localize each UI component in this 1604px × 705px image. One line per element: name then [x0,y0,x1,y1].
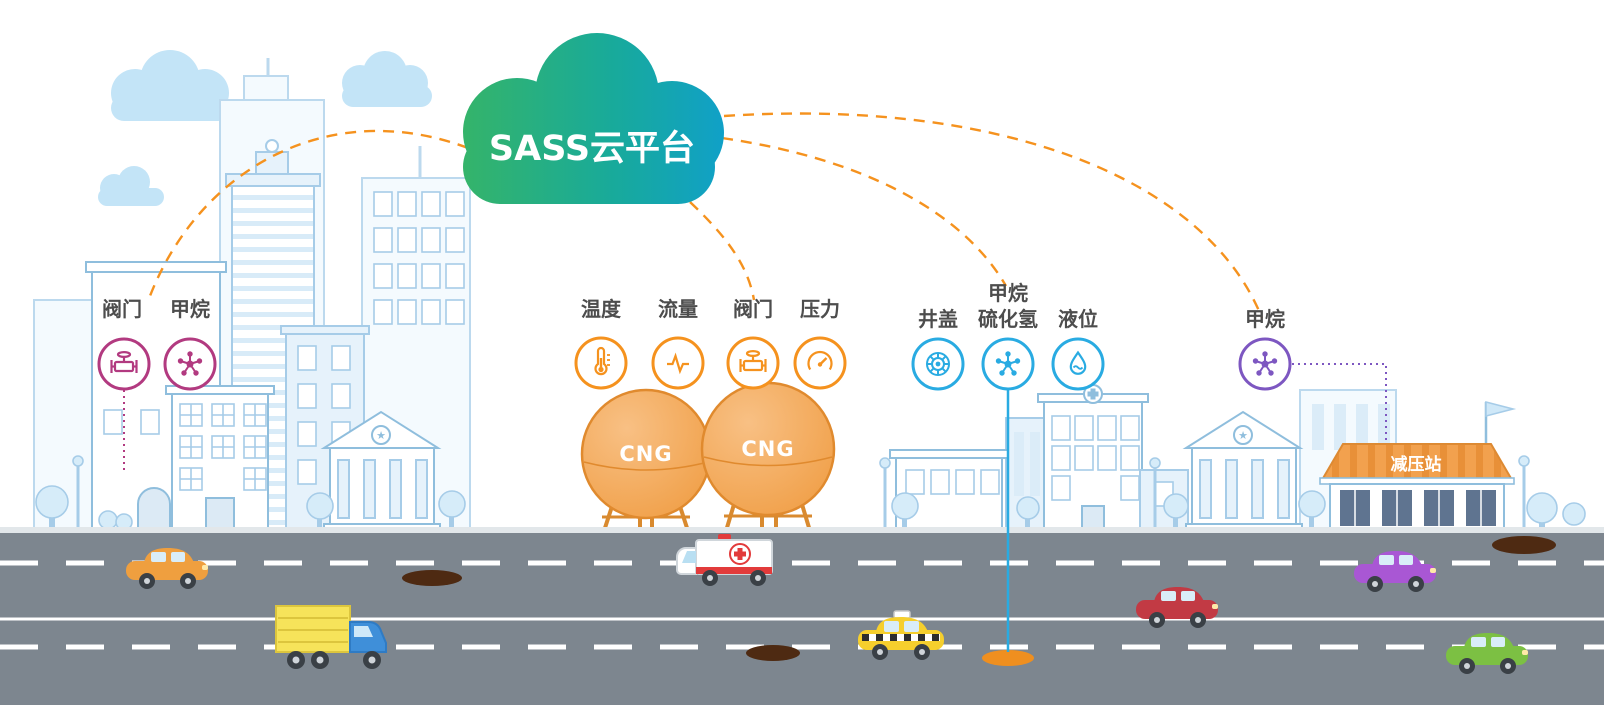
underground-sensor-marker [982,650,1034,666]
tower-emblem-icon [265,139,279,153]
city-left: ★ [33,58,471,533]
sensor-group-cng: 温度 流量 阀门 压力 [574,297,847,390]
sensor-label: 甲烷 [170,297,210,321]
street-greenery-left [35,455,466,532]
sensor-group-city-gas: 阀门 甲烷 [97,297,217,472]
sensor-label: 阀门 [102,297,142,321]
sensor-label: 阀门 [733,297,773,321]
road-patch [746,645,800,661]
star-icon: ★ [1238,429,1248,442]
road-patch [1492,536,1556,554]
sensor-label: 温度 [581,297,622,321]
street-greenery-right [879,457,1326,532]
station-sign: 减压站 [1391,454,1442,475]
sensor-label: 硫化氢 [978,307,1038,331]
cloud-platform-label: SASS云平台 [489,129,695,169]
sensor-valve [726,336,780,390]
sensor-label: 液位 [1058,307,1098,331]
sensor-pressure [793,336,847,390]
sensor-label: 井盖 [918,307,958,331]
sensor-group-pipeline: 井盖 甲烷 硫化氢 液位 [911,281,1105,652]
link-cloud-to-city [148,129,469,297]
building-grid-low [165,385,275,533]
city-right: ★ [879,384,1397,533]
cross-emblem-icon [1087,388,1099,400]
sensor-label: 甲烷 [1245,307,1285,331]
sensor-temperature [574,336,628,390]
sensor-valve [97,337,151,391]
road [0,527,1604,705]
cloud-connections [148,112,1264,319]
building-hospital [1037,384,1149,533]
link-cloud-to-cng [689,201,756,301]
sensor-methane [163,337,217,391]
star-icon: ★ [376,429,386,442]
sensor-label: 甲烷 [988,281,1028,305]
sensor-methane-h2s [981,337,1035,391]
sky-cloud-left [111,50,231,121]
road-patch [402,570,462,586]
taxi [858,610,944,660]
ambulance [676,534,773,586]
checker-band [862,634,939,641]
sensor-manhole [911,337,965,391]
sensor-liquid-level [1051,337,1105,391]
cng-storage: CNG CNG [580,381,836,532]
sky-cloud-mid [342,51,432,107]
building-bank-right: ★ [1182,410,1304,533]
link-cloud-to-pipeline [721,136,1008,287]
sensor-label: 流量 [658,297,698,321]
building-row-left [889,449,1009,533]
pressure-reduction-station: 减压站 [1319,400,1586,533]
sky-cloud-small [98,166,164,206]
sensor-methane [1238,337,1292,391]
sensor-label: 压力 [800,297,840,321]
manhole-cover-icon [926,352,950,376]
truck-yellow [275,605,387,669]
red-cross-icon [734,548,746,560]
flag [1485,400,1517,418]
sensor-flow [651,336,705,390]
cloud-platform: SASS云平台 [463,33,724,204]
cng-tank-2-label: CNG [741,437,794,461]
cng-tank-1-label: CNG [619,442,672,466]
vehicles [126,534,1528,674]
sensor-group-station: 甲烷 [1238,307,1387,444]
